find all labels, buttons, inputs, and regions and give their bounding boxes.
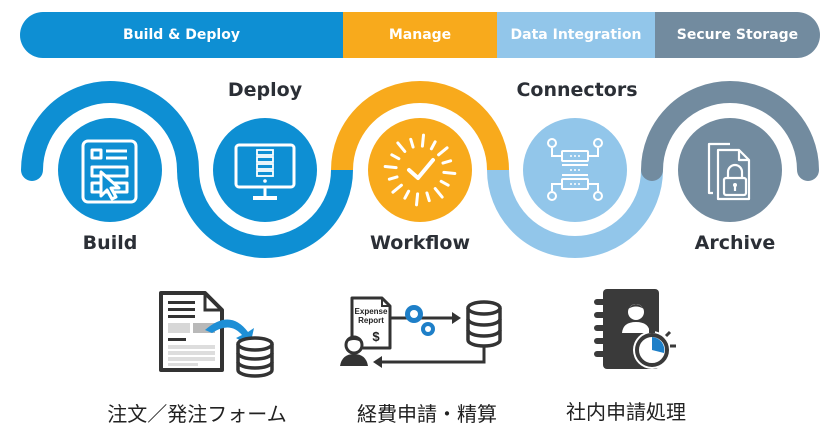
phase-label: Data Integration	[510, 27, 642, 43]
burst-ray	[403, 189, 411, 200]
monitor-server-icon	[234, 143, 296, 200]
burst-ray	[433, 187, 444, 199]
server-connectors-icon	[547, 138, 603, 201]
wave-arc-workflow	[331, 81, 509, 171]
stage-label-build: Build	[82, 232, 138, 254]
phase-label: Build & Deploy	[123, 27, 240, 43]
burst-ray	[391, 183, 403, 194]
burst-ray	[415, 192, 420, 207]
burst-ray	[442, 170, 457, 175]
phase-manage: Manage	[343, 12, 497, 58]
phase-label: Secure Storage	[676, 27, 799, 43]
burst-ray	[425, 191, 431, 203]
stage-circle-build	[58, 118, 162, 222]
locked-documents-icon	[707, 142, 751, 201]
stage-label-connectors: Connectors	[516, 79, 638, 101]
burst-ray	[396, 141, 407, 153]
stage-label-workflow: Workflow	[369, 232, 471, 254]
stage-label-archive: Archive	[694, 232, 776, 254]
burst-ray	[420, 133, 425, 148]
phase-data-integration: Data Integration	[497, 12, 655, 58]
expense-report-workflow-icon: Expense Report $	[340, 296, 502, 368]
form-cursor-icon	[81, 139, 138, 204]
stage-circle-workflow	[368, 118, 472, 222]
expense-report-text-2: Report	[358, 316, 384, 325]
phase-secure-storage: Secure Storage	[655, 12, 820, 58]
document-to-database-icon	[159, 291, 274, 378]
use-case-label: 社内申請処理	[566, 400, 686, 424]
stage-circle-deploy	[213, 118, 317, 222]
use-case-label: 注文／発注フォーム	[107, 402, 287, 426]
check-burst-icon	[383, 133, 457, 207]
burst-ray	[383, 165, 398, 170]
stage-label-deploy: Deploy	[227, 79, 303, 101]
burst-ray	[390, 153, 401, 161]
burst-ray	[439, 179, 450, 187]
phase-bar: Build & Deploy Manage Data Integration S…	[20, 12, 820, 58]
burst-ray	[409, 137, 415, 149]
use-case-internal-request: 社内申請処理	[566, 396, 686, 425]
expense-report-currency: $	[372, 329, 380, 344]
burst-ray	[429, 140, 437, 151]
wave-arc-build	[21, 81, 199, 181]
wave-arc-deploy	[177, 169, 353, 258]
wave-arc-connectors	[487, 169, 663, 258]
use-case-expense: 経費申請・精算	[357, 398, 497, 427]
phase-build-deploy: Build & Deploy	[20, 12, 343, 58]
expense-report-text-1: Expense	[355, 307, 388, 316]
phase-label: Manage	[388, 27, 452, 43]
wave-arc-archive	[641, 81, 819, 181]
stage-wave-diagram	[21, 81, 819, 258]
use-case-order-form: 注文／発注フォーム	[107, 398, 286, 427]
contact-book-stopwatch-icon	[594, 289, 676, 369]
burst-ray	[387, 175, 399, 181]
use-case-label: 経費申請・精算	[357, 402, 497, 426]
burst-ray	[441, 159, 453, 165]
burst-ray	[437, 146, 449, 157]
